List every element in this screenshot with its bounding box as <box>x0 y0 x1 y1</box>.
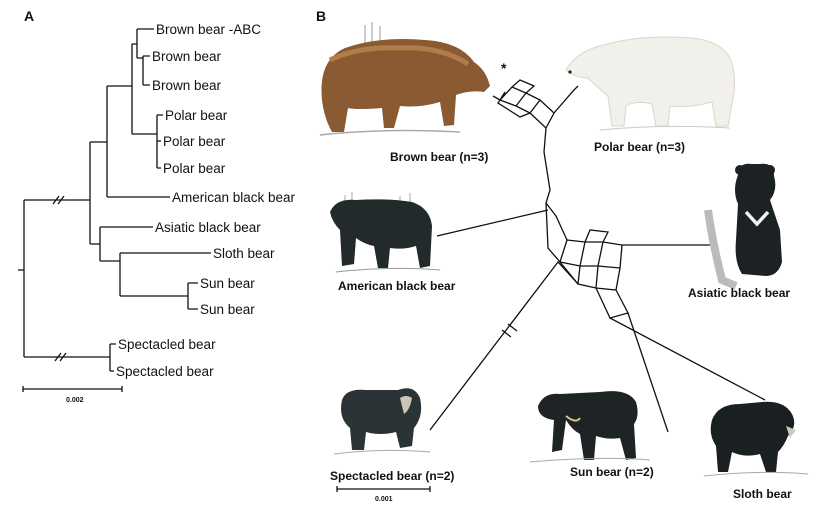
tree-branch-sun <box>120 282 198 310</box>
asiatic-black-bear-illustration <box>704 163 782 290</box>
network-edge-trunk <box>543 127 551 204</box>
tree-branch-sloth-sun <box>100 252 211 296</box>
sloth-bear-illustration <box>703 401 809 477</box>
scale-bar <box>22 386 123 392</box>
sun-bear-illustration <box>529 391 651 463</box>
network-reticulation-asiatic <box>559 229 629 319</box>
network-label-american: American black bear <box>338 279 456 293</box>
network-edge-american <box>436 209 549 237</box>
network-label-spectacled: Spectacled bear (n=2) <box>330 469 454 483</box>
tip-label: American black bear <box>172 190 296 205</box>
network-reticulation-top <box>497 79 555 130</box>
tip-label: Brown bear -ABC <box>156 22 261 37</box>
tree-branch-brown-polar <box>107 44 133 134</box>
tree-branch-spectacled <box>24 343 116 372</box>
network-edge-spectacled <box>429 260 579 431</box>
tree-branch-brown <box>132 28 154 58</box>
tip-label: Sun bear <box>200 276 255 291</box>
tree-break-mark <box>52 195 65 205</box>
split-network: * <box>319 22 809 503</box>
network-label-brown: Brown bear (n=3) <box>390 150 488 164</box>
tip-label: Sloth bear <box>213 246 275 261</box>
network-break-mark <box>501 323 518 338</box>
tip-label: Brown bear <box>152 49 222 64</box>
tip-label: Sun bear <box>200 302 255 317</box>
phylogenetic-tree: Brown bear -ABC Brown bear Brown bear Po… <box>18 22 296 404</box>
network-label-sun: Sun bear (n=2) <box>570 465 654 479</box>
network-scale-label: 0.001 <box>375 496 393 503</box>
tip-label: Brown bear <box>152 78 222 93</box>
network-scale-bar <box>336 486 431 492</box>
tree-branch-polar <box>132 114 163 169</box>
tree-branch-root <box>18 200 25 357</box>
tree-branch-ursus-clade <box>90 86 170 198</box>
polar-bear-illustration <box>565 36 736 131</box>
tip-label: Polar bear <box>163 134 226 149</box>
tip-label: Asiatic black bear <box>155 220 261 235</box>
network-edge-polar <box>553 85 579 114</box>
tree-branch-brown-pair <box>137 55 150 86</box>
network-edge-sloth <box>609 317 766 401</box>
spectacled-bear-illustration <box>333 388 431 455</box>
tip-label: Polar bear <box>165 108 228 123</box>
network-label-asiatic: Asiatic black bear <box>688 286 790 300</box>
tree-branch-ingroup-stem <box>24 142 91 244</box>
tree-break-mark-2 <box>54 352 67 362</box>
brown-bear-illustration <box>319 22 490 136</box>
network-label-sloth: Sloth bear <box>733 487 792 501</box>
tip-label: Spectacled bear <box>116 364 214 379</box>
network-edge-sun <box>627 312 669 433</box>
scale-bar-label: 0.002 <box>66 397 84 404</box>
tree-branch-other-clade <box>90 226 153 261</box>
tip-label: Spectacled bear <box>118 337 216 352</box>
network-reticulation-mid <box>545 202 568 264</box>
network-label-polar: Polar bear (n=3) <box>594 140 685 154</box>
tip-label: Polar bear <box>163 161 226 176</box>
american-black-bear-illustration <box>330 192 441 273</box>
panel-b-label: B <box>316 8 327 24</box>
panel-a-label: A <box>24 8 35 24</box>
network-star: * <box>501 60 507 76</box>
network-edge-brown <box>492 95 501 101</box>
